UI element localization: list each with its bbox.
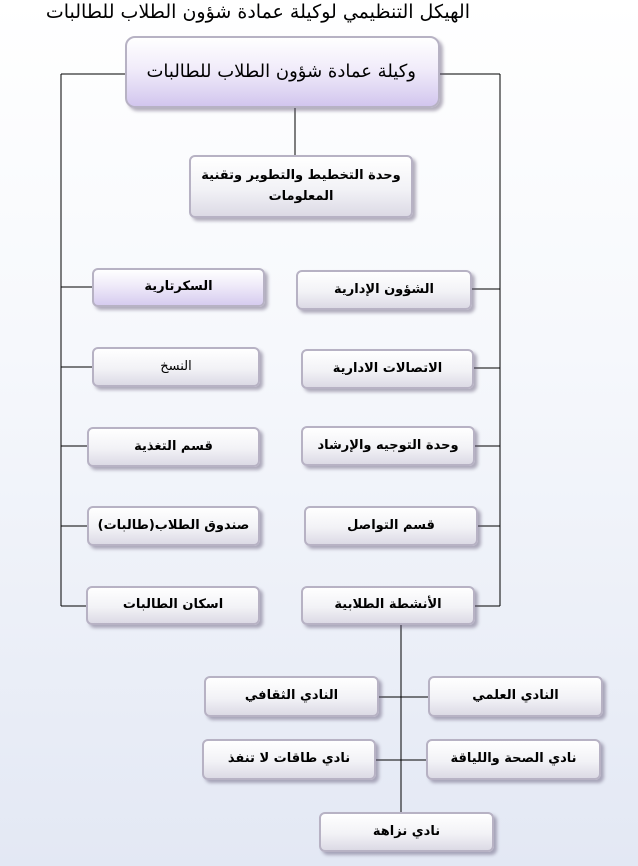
administrative-affairs-box: الشؤون الإدارية: [296, 270, 472, 310]
endless-energies-club-box: نادي طاقات لا تنفذ: [202, 739, 376, 780]
administrative-affairs-label: الشؤون الإدارية: [334, 281, 434, 297]
head-deputy-label: وكيلة عمادة شؤون الطلاب للطالبات: [146, 61, 416, 83]
student-housing-label: اسكان الطالبات: [122, 597, 224, 613]
integrity-club-label: نادي نزاهة: [372, 823, 441, 839]
chart-title: الهيكل التنظيمي لوكيلة عمادة شؤون الطلاب…: [45, 1, 470, 23]
guidance-counseling-unit-box: وحدة التوجيه والإرشاد: [301, 426, 475, 466]
health-fitness-club-label: نادي الصحة واللياقة: [450, 751, 577, 767]
copying-box: النسخ: [92, 347, 260, 387]
endless-energies-club-label: نادي طاقات لا تنفذ: [227, 751, 351, 767]
communication-section-label: قسم التواصل: [347, 517, 435, 533]
administrative-communications-label: الاتصالات الادارية: [332, 360, 443, 376]
nutrition-section-label: قسم التغذية: [134, 438, 213, 454]
scientific-club-label: النادي العلمي: [472, 688, 559, 704]
health-fitness-club-box: نادي الصحة واللياقة: [426, 739, 601, 780]
student-activities-label: الأنشطة الطلابية: [334, 597, 442, 613]
secretariat-box: السكرتارية: [92, 268, 265, 307]
communication-section-box: قسم التواصل: [304, 506, 478, 546]
student-fund-box: صندوق الطلاب(طالبات): [87, 506, 260, 546]
guidance-counseling-unit-label: وحدة التوجيه والإرشاد: [317, 437, 459, 453]
head-deputy-box: وكيلة عمادة شؤون الطلاب للطالبات: [125, 36, 440, 108]
integrity-club-box: نادي نزاهة: [319, 812, 494, 852]
cultural-club-box: النادي الثقافي: [204, 676, 379, 717]
cultural-club-label: النادي الثقافي: [244, 688, 339, 704]
secretariat-label: السكرتارية: [144, 279, 213, 295]
nutrition-section-box: قسم التغذية: [87, 427, 260, 467]
copying-label: النسخ: [160, 358, 192, 374]
student-activities-box: الأنشطة الطلابية: [301, 586, 475, 625]
student-housing-box: اسكان الطالبات: [86, 586, 260, 625]
administrative-communications-box: الاتصالات الادارية: [301, 349, 474, 389]
student-fund-label: صندوق الطلاب(طالبات): [97, 517, 250, 533]
scientific-club-box: النادي العلمي: [428, 676, 603, 717]
